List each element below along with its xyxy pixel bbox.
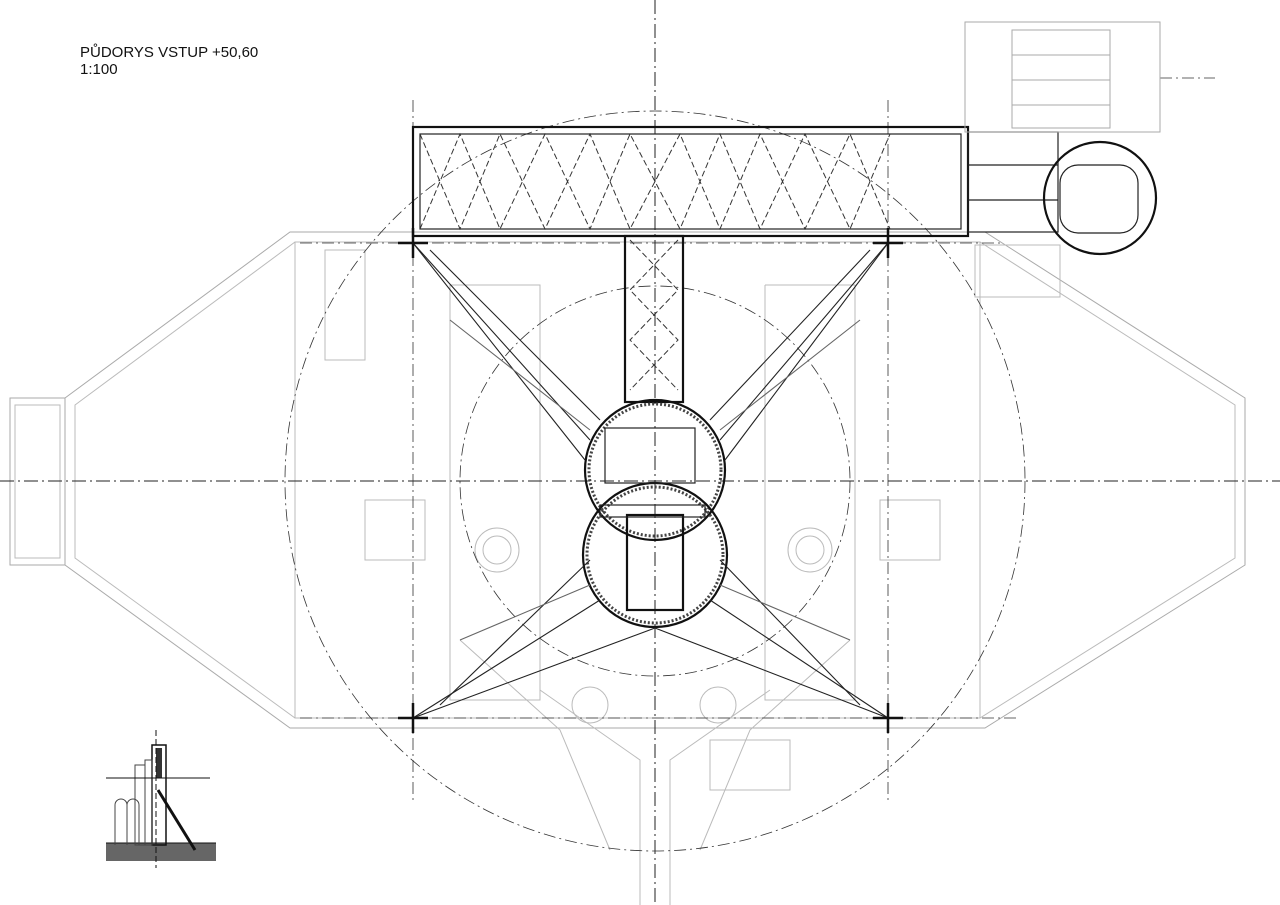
- central-cabins: [581, 398, 729, 629]
- tower-elevation-thumbnail: [106, 730, 216, 868]
- access-shaft: [623, 234, 685, 404]
- truss-bridge: [411, 21, 1161, 256]
- drawing-title-block: PŮDORYS VSTUP +50,60 1:100: [80, 44, 258, 78]
- column-markers: [398, 228, 903, 733]
- building-outline: [9, 231, 1246, 905]
- drawing-scale: 1:100: [80, 61, 118, 78]
- drawing-title: PŮDORYS VSTUP +50,60: [80, 44, 259, 61]
- tension-cables: [412, 242, 889, 719]
